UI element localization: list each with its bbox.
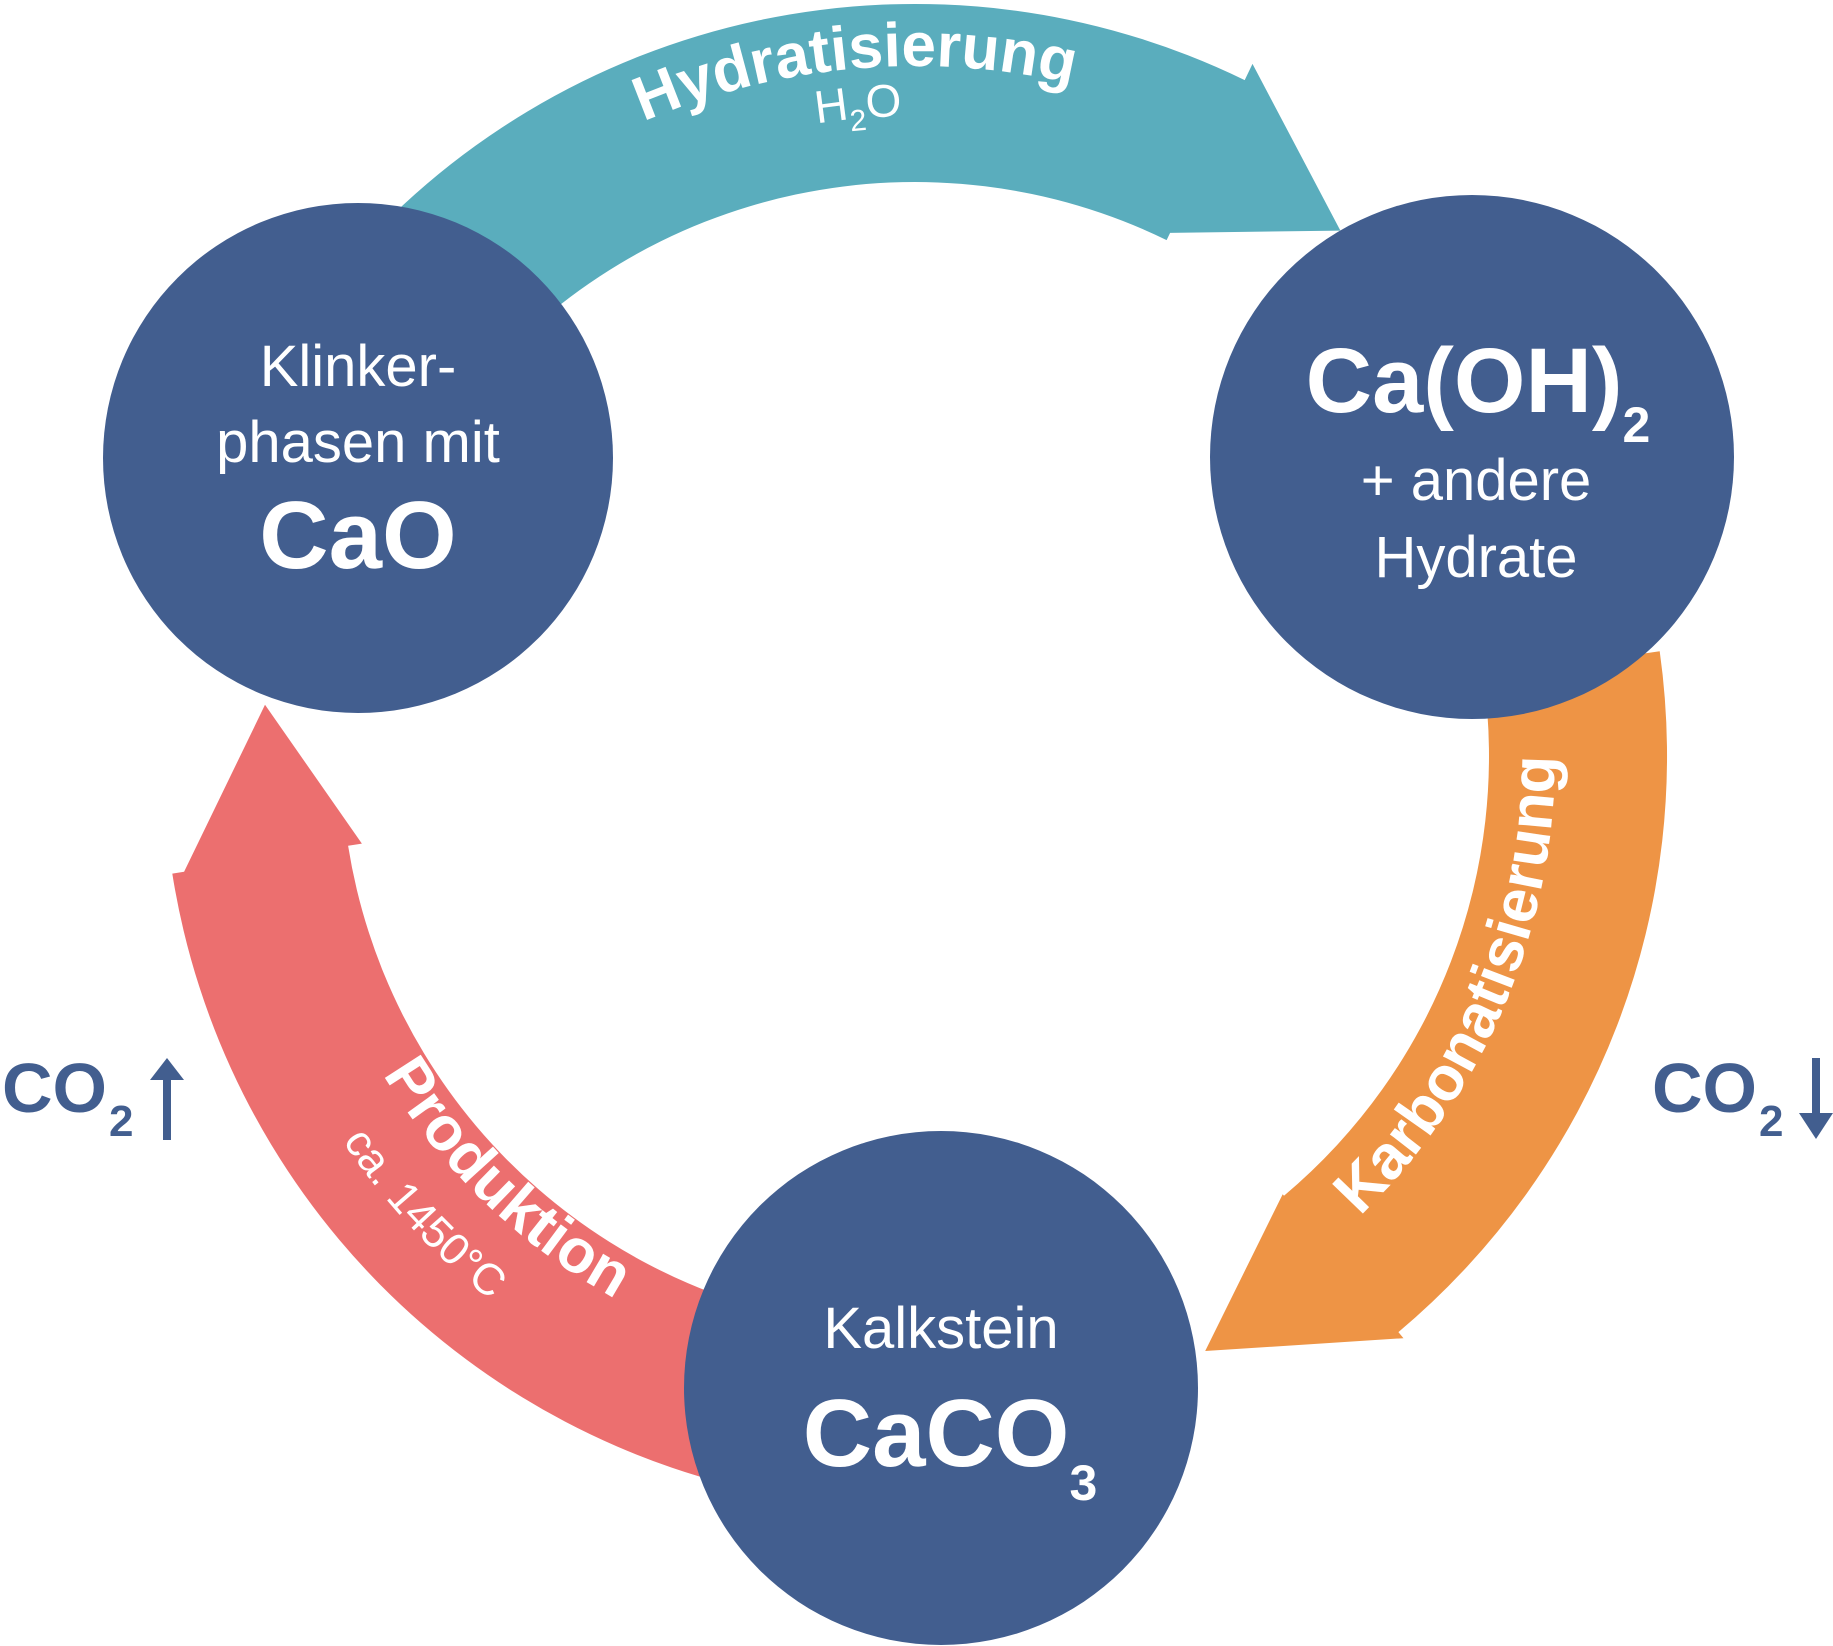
co2-released: CO2 <box>2 1049 184 1146</box>
co2-right-label: CO2 <box>1652 1049 1783 1146</box>
arrow-down-icon <box>1799 1058 1833 1139</box>
node-hydrate-formula: Ca(OH)2 <box>1306 330 1651 453</box>
production-arrow <box>172 704 816 1497</box>
node-clinker-line1: Klinker- <box>260 334 457 399</box>
arrow-up-icon <box>150 1058 184 1140</box>
co2-left-label: CO2 <box>2 1049 133 1146</box>
node-clinker-line2: phasen mit <box>216 410 500 475</box>
node-hydrate-line2: Hydrate <box>1374 525 1577 590</box>
node-hydrate-line1: + andere <box>1361 448 1592 513</box>
node-clinker-formula: CaO <box>259 482 456 589</box>
hydration-water-formula: H2O <box>811 74 902 138</box>
node-clinker: Klinker- phasen mit CaO <box>103 203 613 713</box>
node-limestone-circle <box>684 1131 1198 1645</box>
node-limestone-formula: CaCO3 <box>803 1380 1098 1511</box>
co2-absorbed: CO2 <box>1652 1049 1833 1146</box>
node-hydrate: Ca(OH)2 + andere Hydrate <box>1210 195 1734 719</box>
carbonation-arrow <box>1205 651 1668 1351</box>
node-clinker-circle <box>103 203 613 713</box>
node-hydrate-circle <box>1210 195 1734 719</box>
node-limestone: Kalkstein CaCO3 <box>684 1131 1198 1645</box>
node-limestone-line1: Kalkstein <box>823 1296 1058 1361</box>
hydration-arrow <box>338 3 1341 387</box>
